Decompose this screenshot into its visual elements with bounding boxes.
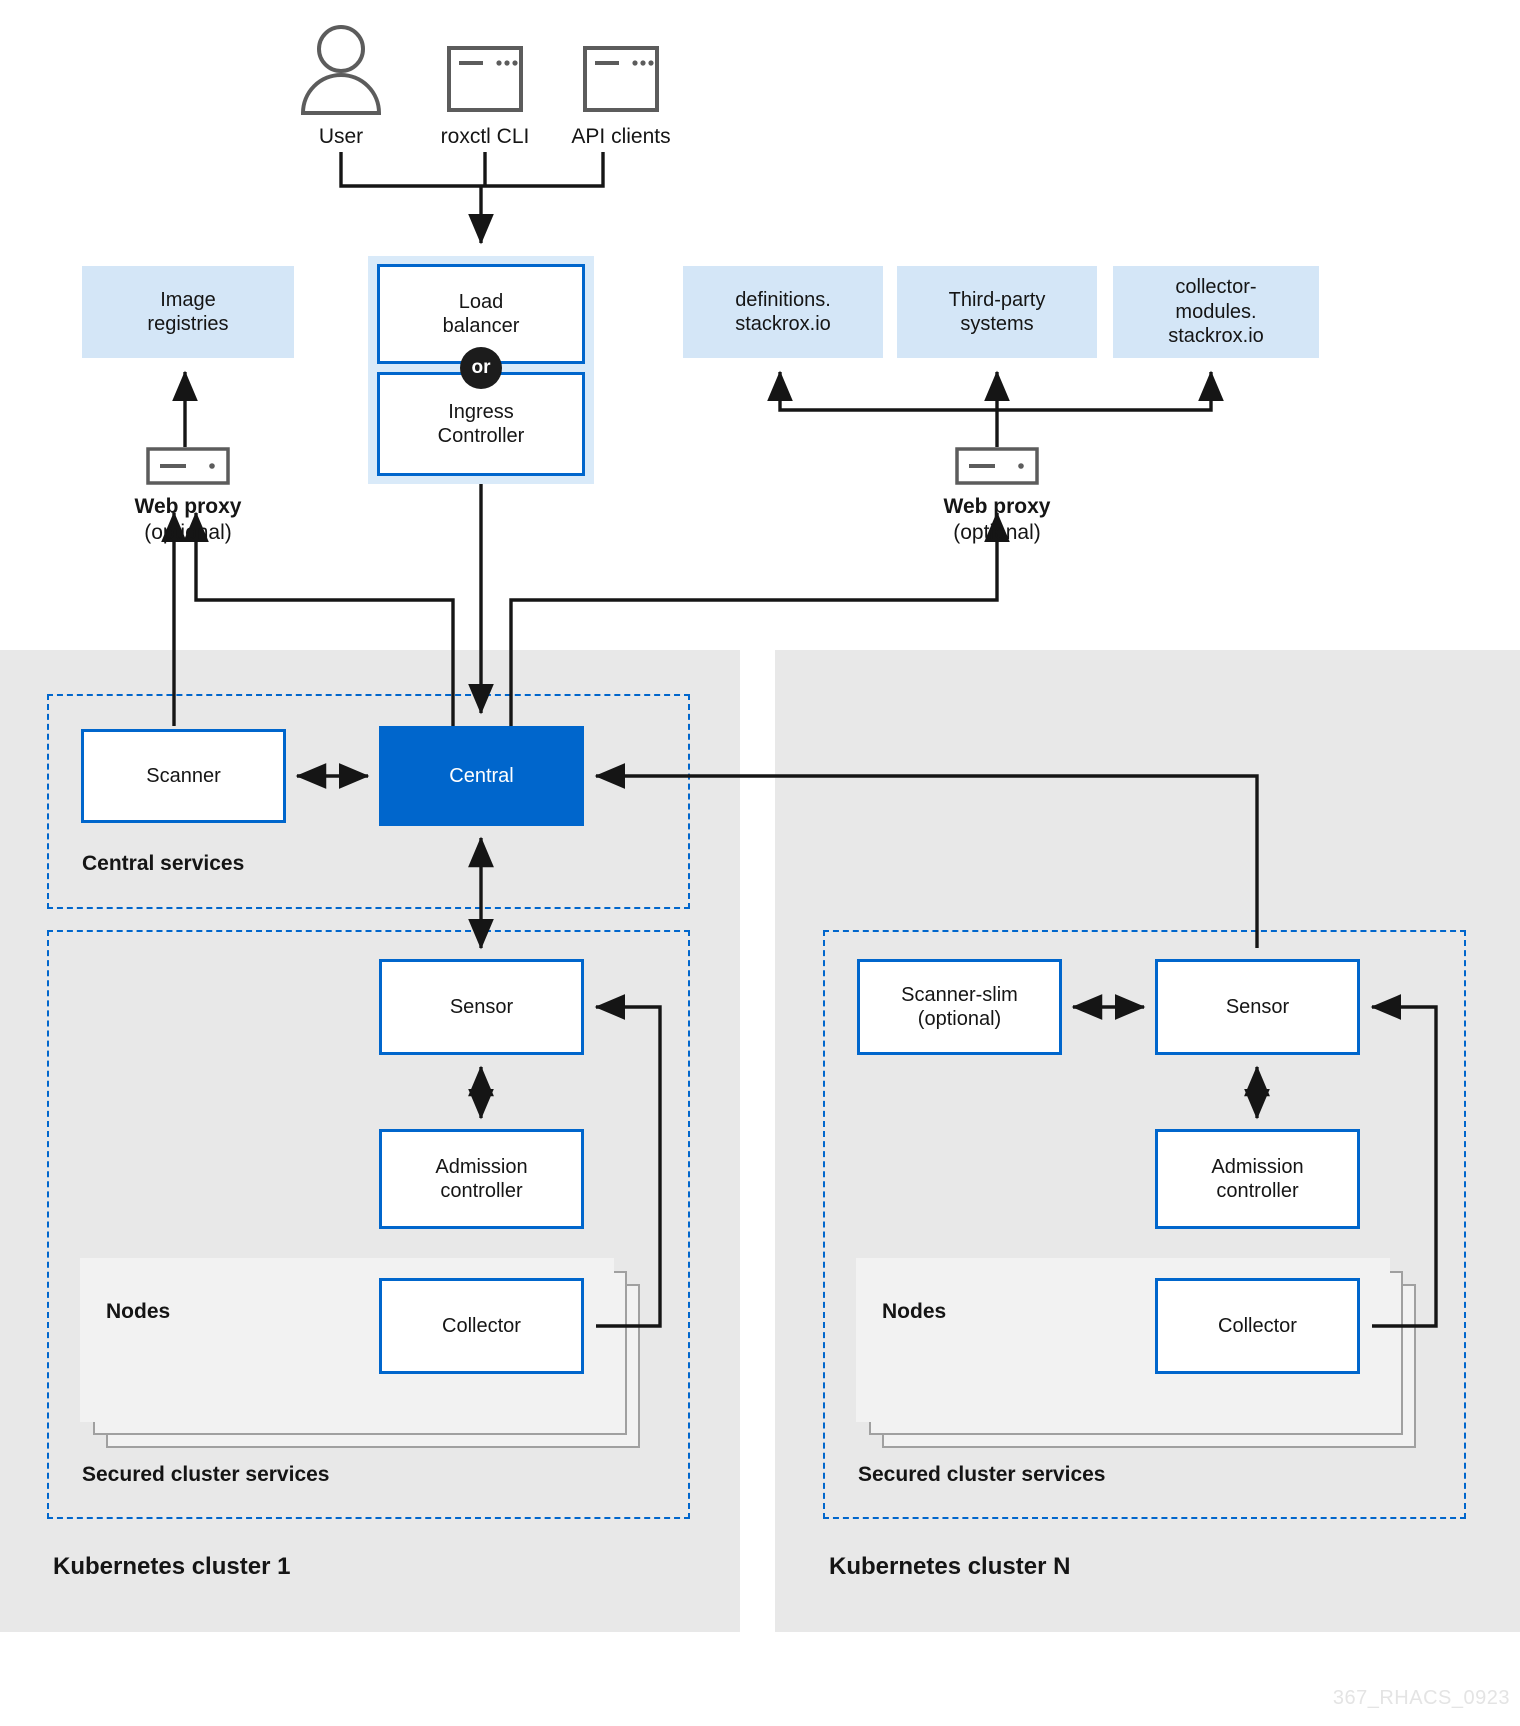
clusterN-scanner-slim-label: Scanner-slim (optional) <box>901 983 1018 1030</box>
web-proxy-left-title: Web proxy <box>134 495 242 518</box>
user-icon <box>300 25 382 115</box>
definitions-stackrox-io-box[interactable]: definitions. stackrox.io <box>683 266 883 358</box>
clusterN-scanner-slim-box[interactable]: Scanner-slim (optional) <box>857 959 1062 1055</box>
web-proxy-right-label: Web proxy (optional) <box>897 494 1097 545</box>
kubernetes-cluster-n-label: Kubernetes cluster N <box>829 1553 1071 1580</box>
image-registries-label: Image registries <box>147 288 229 335</box>
collector-modules-stackrox-io-label: collector- modules. stackrox.io <box>1168 276 1264 348</box>
clusterN-sensor-label: Sensor <box>1225 995 1290 1018</box>
cluster1-collector-box[interactable]: Collector <box>379 1278 584 1374</box>
watermark: 367_RHACS_0923 <box>1332 1687 1510 1709</box>
user-label: User <box>318 125 364 148</box>
cluster1-secured-services-label: Secured cluster services <box>82 1463 330 1486</box>
clusterN-admission-controller-box[interactable]: Admission controller <box>1155 1129 1360 1229</box>
clusterN-sensor-box[interactable]: Sensor <box>1155 959 1360 1055</box>
scanner-label: Scanner <box>146 764 221 787</box>
web-proxy-left-label: Web proxy (optional) <box>88 494 288 545</box>
definitions-stackrox-io-label: definitions. stackrox.io <box>735 288 831 335</box>
wire-clients-bus <box>339 152 605 188</box>
terminal-window-icon-api <box>583 46 659 112</box>
ingress-controller-label: Ingress Controller <box>437 400 525 447</box>
kubernetes-cluster-1-label: Kubernetes cluster 1 <box>53 1553 291 1580</box>
cluster1-secured-services-zone <box>47 930 690 1519</box>
api-clients-label: API clients <box>571 125 671 148</box>
roxctl-cli-label: roxctl CLI <box>440 125 530 148</box>
wire-webproxy-right-to-definitions <box>767 370 997 412</box>
cluster1-sensor-box[interactable]: Sensor <box>379 959 584 1055</box>
third-party-systems-box[interactable]: Third-party systems <box>897 266 1097 358</box>
clusterN-collector-label: Collector <box>1218 1314 1297 1337</box>
terminal-window-icon-roxctl <box>447 46 523 112</box>
cluster1-sensor-label: Sensor <box>449 995 514 1018</box>
clusterN-collector-box[interactable]: Collector <box>1155 1278 1360 1374</box>
cluster1-admission-controller-box[interactable]: Admission controller <box>379 1129 584 1229</box>
central-services-label: Central services <box>82 852 245 875</box>
third-party-systems-label: Third-party systems <box>948 288 1046 335</box>
web-proxy-left-subtitle: (optional) <box>144 520 232 544</box>
image-registries-box[interactable]: Image registries <box>82 266 294 358</box>
server-proxy-icon-left <box>146 447 230 485</box>
cluster1-collector-label: Collector <box>442 1314 521 1337</box>
central-box[interactable]: Central <box>379 726 584 826</box>
web-proxy-right-title: Web proxy <box>943 495 1051 518</box>
load-balancer-label: Load balancer <box>442 290 520 337</box>
clusterN-admission-controller-label: Admission controller <box>1211 1155 1304 1202</box>
server-proxy-icon-right <box>955 447 1039 485</box>
cluster1-admission-controller-label: Admission controller <box>435 1155 528 1202</box>
or-badge: or <box>460 347 502 389</box>
web-proxy-right-subtitle: (optional) <box>953 520 1041 544</box>
clusterN-secured-services-label: Secured cluster services <box>858 1463 1106 1486</box>
cluster1-nodes-label: Nodes <box>106 1300 171 1323</box>
collector-modules-stackrox-io-box[interactable]: collector- modules. stackrox.io <box>1113 266 1319 358</box>
scanner-box[interactable]: Scanner <box>81 729 286 823</box>
central-label: Central <box>449 764 514 787</box>
clusterN-nodes-label: Nodes <box>882 1300 947 1323</box>
wire-webproxy-right-to-collector-modules <box>997 370 1224 412</box>
